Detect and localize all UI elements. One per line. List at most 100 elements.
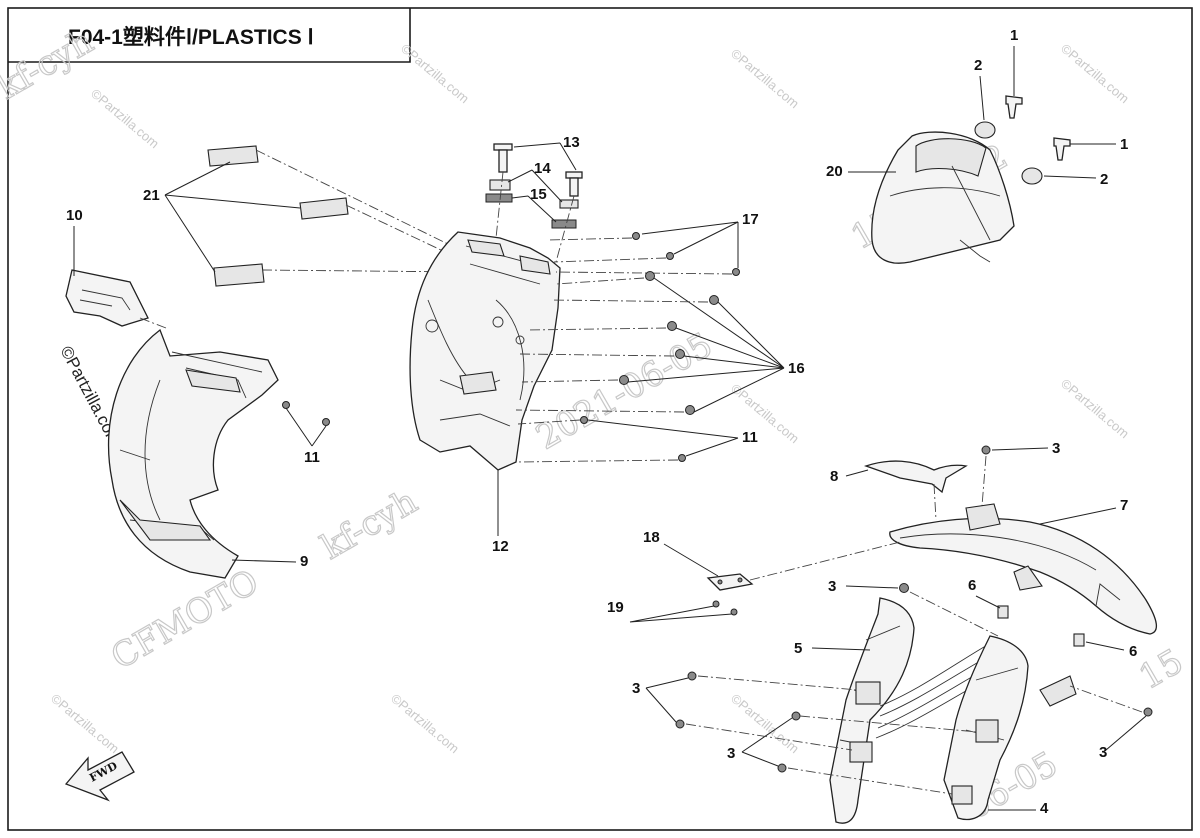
leader-6-top [975, 595, 1001, 609]
watermark-site-6: ©Partzilla.com [1058, 376, 1132, 441]
watermark-site-5: ©Partzilla.com [728, 381, 802, 446]
part-3-screw-middle [899, 583, 909, 593]
part-18-clip [706, 573, 754, 591]
callout-18: 18 [643, 529, 660, 546]
assembly-line-3-bottom [685, 675, 1143, 795]
leader-3-middle [845, 585, 899, 589]
part-3-screws-bottom [675, 671, 1153, 773]
part-6-clips [997, 605, 1085, 647]
assembly-line-3-top [981, 455, 987, 507]
leader-11-left [285, 407, 327, 447]
callout-7: 7 [1120, 497, 1128, 514]
callout-15: 15 [530, 186, 547, 203]
assembly-line-3-middle [909, 591, 999, 637]
assembly-line-16 [515, 277, 709, 413]
part-16-screws [619, 271, 719, 415]
leader-2-right [1043, 175, 1097, 179]
fwd-arrow-icon: FWD [64, 751, 135, 802]
leader-7 [1039, 507, 1117, 525]
leader-3-bottom [741, 717, 793, 767]
callout-3-middle: 3 [828, 578, 836, 595]
assembly-line-21 [255, 149, 469, 273]
part-20-visor [871, 131, 1015, 264]
callout-19: 19 [607, 599, 624, 616]
part-19-screws [712, 600, 738, 616]
watermark-site-3: ©Partzilla.com [728, 46, 802, 111]
callout-6-right: 6 [1129, 643, 1137, 660]
watermark-order: kf-cyh [315, 481, 425, 567]
callout-20: 20 [826, 163, 843, 180]
assembly-line-8 [933, 483, 937, 521]
leader-19 [629, 605, 733, 623]
leader-3-left [645, 677, 689, 723]
diagram-frame [7, 7, 1193, 831]
part-3-screw-top [981, 445, 991, 455]
callout-2-top: 2 [974, 57, 982, 74]
watermark-brand: CFMOTO [105, 562, 266, 678]
assembly-line-13 [495, 171, 575, 263]
callout-9: 9 [300, 553, 308, 570]
part-1-screws [1005, 95, 1071, 161]
part-7-front-fender [889, 503, 1157, 635]
callout-3-right: 3 [1099, 744, 1107, 761]
part-17-screws [632, 232, 740, 276]
watermark-site-8: ©Partzilla.com [388, 691, 462, 756]
watermark-site-9: ©Partzilla.com [728, 691, 802, 756]
leader-8 [845, 469, 869, 477]
callout-10: 10 [66, 207, 83, 224]
callout-13: 13 [563, 134, 580, 151]
watermark-site-7: ©Partzilla.com [48, 691, 122, 756]
part-14-collars [489, 179, 579, 209]
title-box [8, 8, 411, 63]
watermark-serial-edge: 15 [1133, 642, 1190, 698]
callout-4: 4 [1040, 800, 1049, 817]
leader-11-right [587, 419, 739, 457]
watermark-site-2: ©Partzilla.com [398, 41, 472, 106]
watermark-date: 2021-06-05 [530, 325, 720, 458]
callout-17: 17 [742, 211, 759, 228]
part-21-reflectors [207, 145, 349, 287]
watermark-site-4: ©Partzilla.com [1058, 41, 1132, 106]
part-8-emblem [863, 460, 968, 494]
leader-17 [641, 221, 739, 268]
diagram-title: F04-1塑料件Ⅰ/PLASTICS Ⅰ [68, 26, 314, 49]
fender-bridge [875, 639, 1005, 739]
callout-1-right: 1 [1120, 136, 1128, 153]
part-9-front-cover [107, 328, 279, 579]
part-4-fork-guard-right [943, 635, 1077, 821]
callout-3-left: 3 [632, 680, 640, 697]
callout-1-top: 1 [1010, 27, 1018, 44]
callout-16: 16 [788, 360, 805, 377]
leader-13 [513, 142, 577, 171]
callout-3-top: 3 [1052, 440, 1060, 457]
callout-6-top: 6 [968, 577, 976, 594]
leader-18 [663, 543, 719, 577]
part-2-grommets [974, 121, 1043, 185]
callout-14: 14 [534, 160, 551, 177]
part-11-screws-left [282, 401, 330, 426]
part-5-fork-guard-left [829, 597, 915, 824]
assembly-line-10 [139, 317, 167, 329]
callout-8: 8 [830, 468, 838, 485]
part-12-headlight-housing [409, 231, 561, 471]
leader-14 [507, 169, 563, 203]
callout-5: 5 [794, 640, 802, 657]
leader-9 [231, 559, 297, 563]
callout-3-bottom: 3 [727, 745, 735, 762]
callout-11-right: 11 [742, 429, 758, 446]
assembly-line-18 [749, 541, 901, 581]
leader-3-right [1105, 715, 1147, 751]
part-15-grommets [485, 193, 577, 229]
part-11-screws-right [580, 416, 686, 462]
part-10-trim [65, 269, 149, 327]
watermark-order-corner: kf-cyh [0, 21, 100, 107]
watermark-site-1: ©Partzilla.com [88, 86, 162, 151]
leader-16 [627, 277, 785, 413]
callout-12: 12 [492, 538, 509, 555]
leader-3-top [991, 447, 1049, 451]
callout-2-right: 2 [1100, 171, 1108, 188]
leader-2-top [979, 75, 985, 121]
leader-6-right [1085, 641, 1125, 651]
callout-21: 21 [143, 187, 160, 204]
